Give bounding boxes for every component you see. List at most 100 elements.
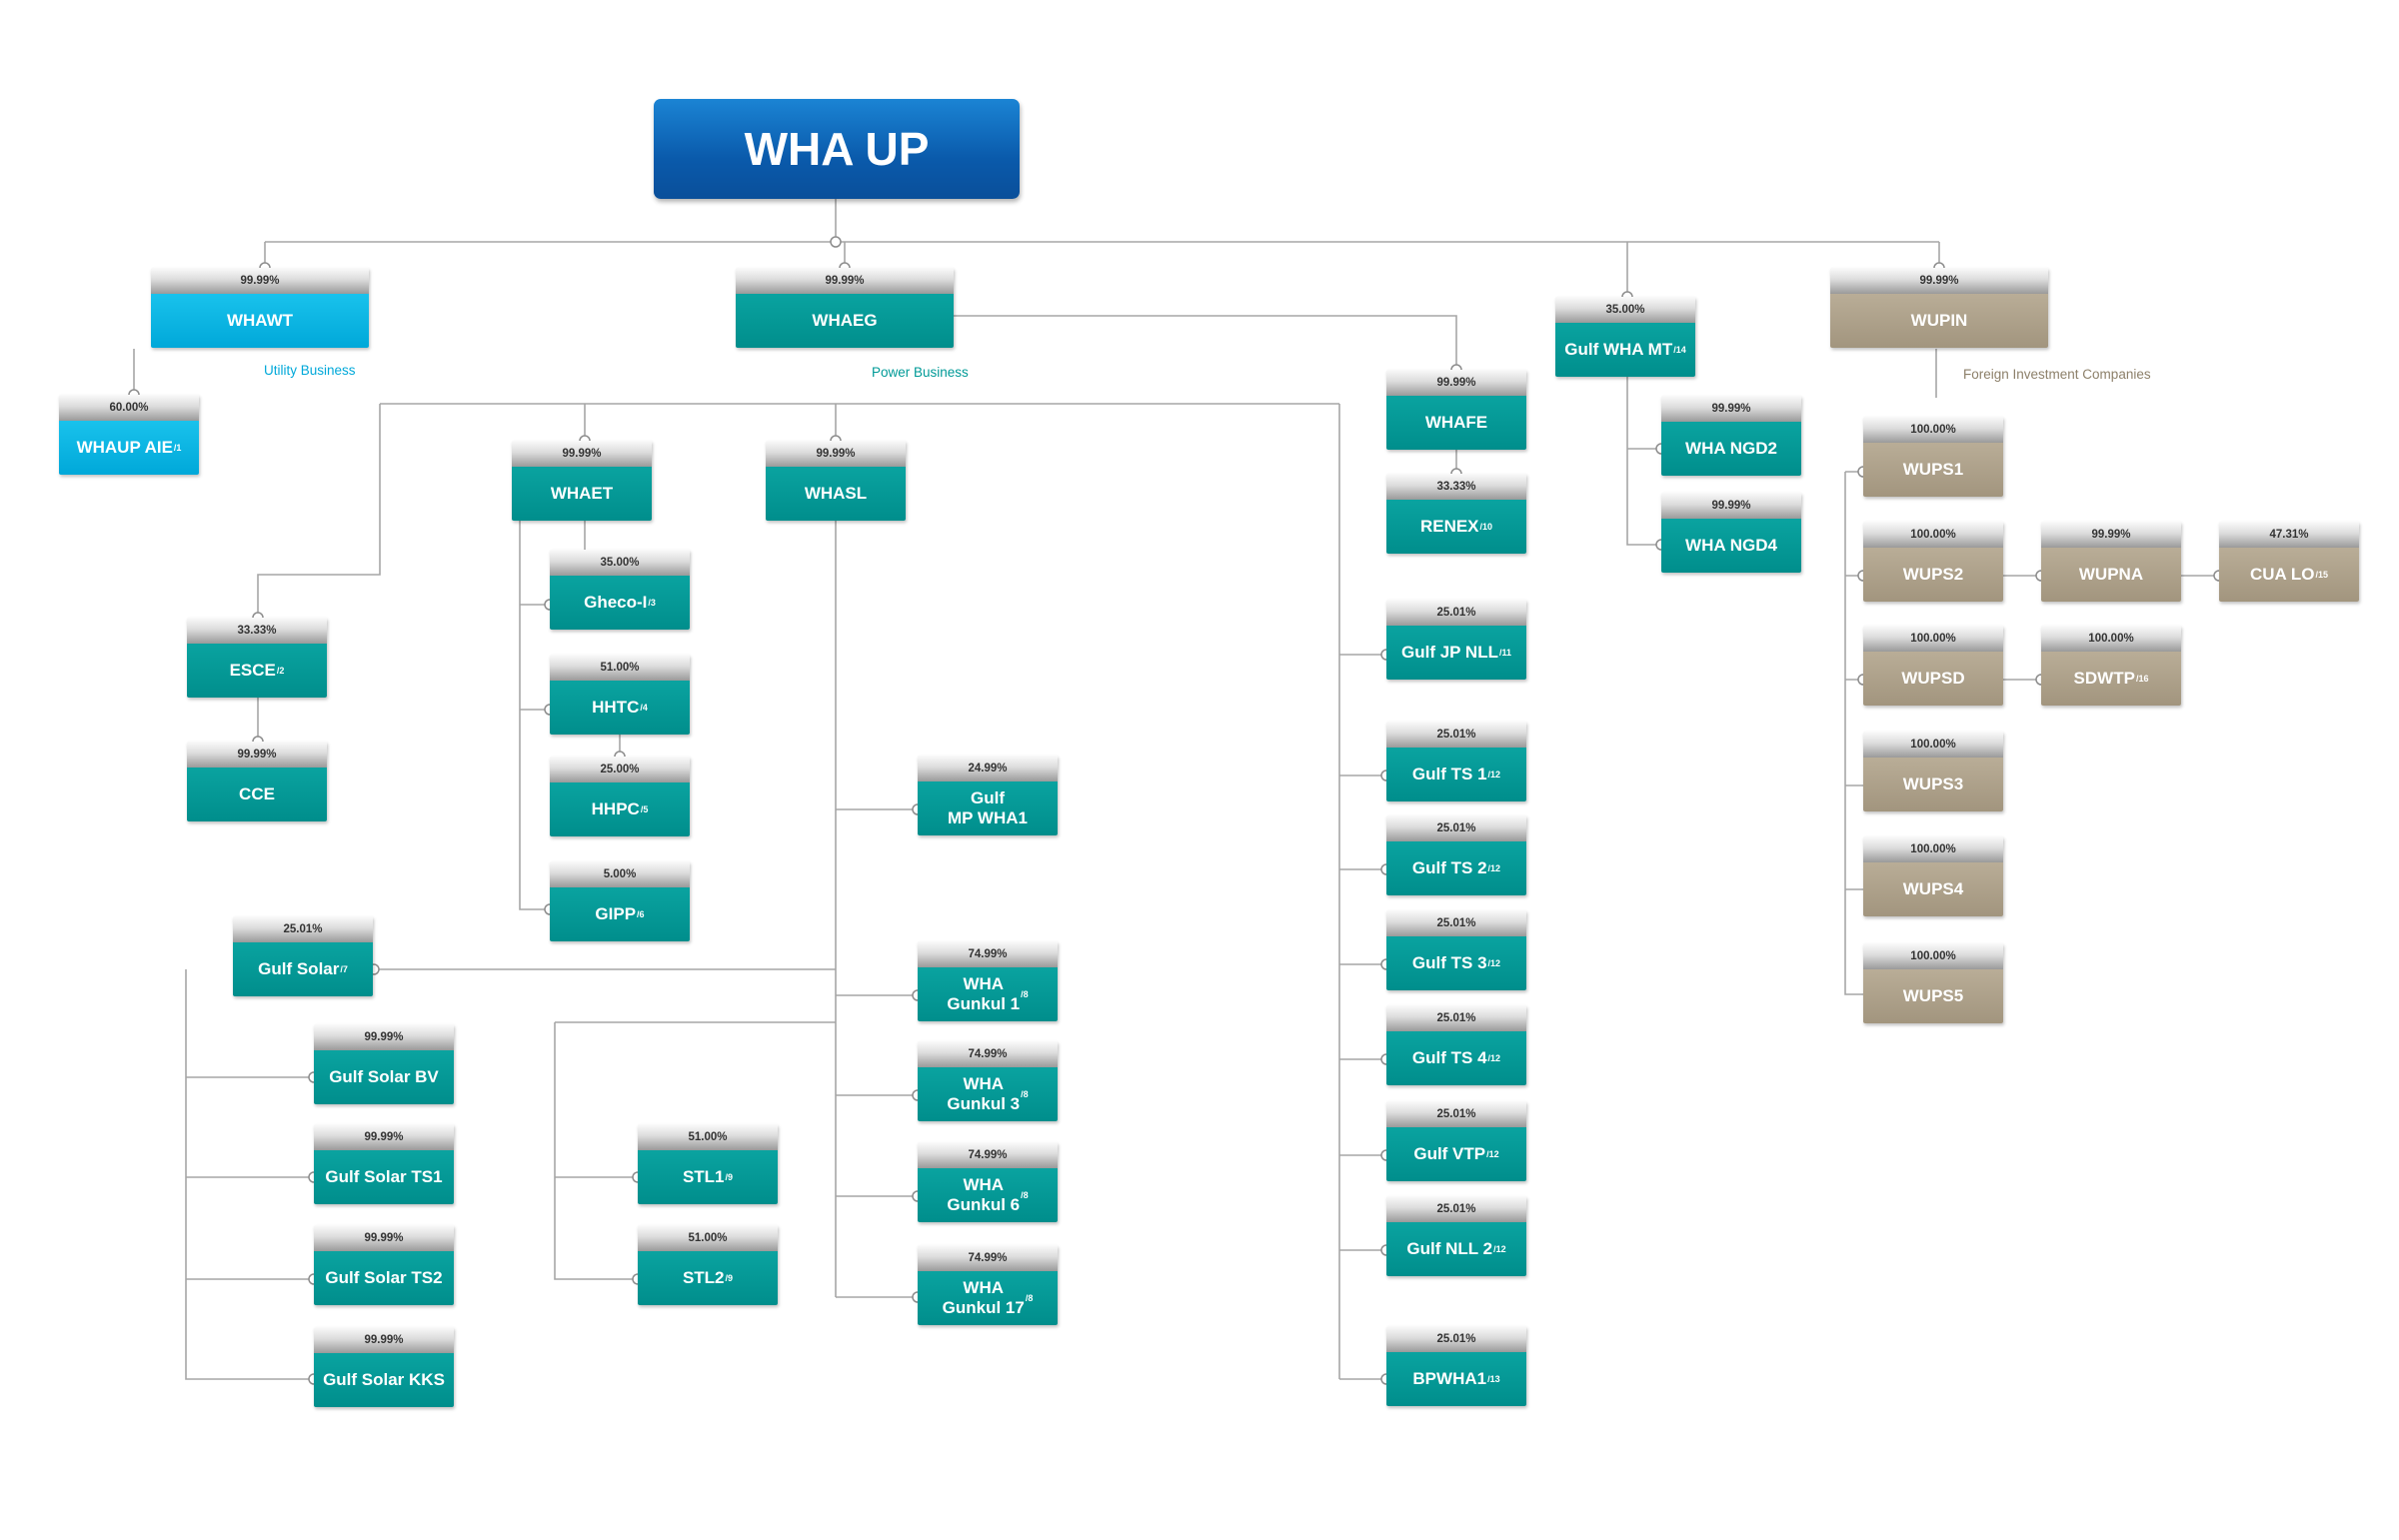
footnote-marker: /8 (1021, 989, 1029, 999)
company-name: WHAEG (736, 294, 954, 348)
node-wupin: 99.99%WUPIN (1830, 268, 2048, 348)
caption-power-business: Power Business (872, 365, 969, 380)
company-name: Gulf TS 1/12 (1386, 748, 1526, 801)
company-name-text: RENEX (1419, 517, 1479, 536)
node-wha-ngd2: 99.99%WHA NGD2 (1661, 396, 1801, 476)
ownership-percentage: 99.99% (314, 1225, 454, 1251)
company-name: Gulf Solar TS2 (314, 1251, 454, 1305)
company-name-text: Gulf TS 2 (1411, 858, 1487, 877)
company-name: RENEX/10 (1386, 500, 1526, 554)
company-name: WHA Gunkul 3/8 (918, 1067, 1058, 1121)
company-name: WUPSD (1863, 652, 2003, 706)
company-name: WUPS1 (1863, 443, 2003, 497)
company-name: STL1/9 (638, 1150, 778, 1204)
company-name: GIPP/6 (550, 887, 690, 941)
company-name: ESCE/2 (187, 644, 327, 698)
company-name-text: Gulf Solar (258, 959, 340, 978)
company-name: WHA Gunkul 17/8 (918, 1271, 1058, 1325)
node-gipp: 5.00%GIPP/6 (550, 861, 690, 941)
company-name: CUA LO/15 (2219, 548, 2359, 602)
node-hhtc: 51.00%HHTC/4 (550, 655, 690, 735)
company-name-text: GIPP (595, 904, 637, 923)
company-name-text: Gulf Solar TS2 (325, 1268, 443, 1287)
company-name: WHAFE (1386, 396, 1526, 450)
company-name-text: WUPSD (1901, 669, 1965, 688)
footnote-marker: /12 (1487, 958, 1501, 968)
ownership-percentage: 25.01% (1386, 1196, 1526, 1222)
ownership-percentage: 25.01% (1386, 815, 1526, 841)
company-name: SDWTP/16 (2041, 652, 2181, 706)
company-name: Gulf Solar KKS (314, 1353, 454, 1407)
ownership-percentage: 99.99% (187, 742, 327, 768)
company-name-text: Gulf TS 1 (1411, 765, 1487, 783)
company-name-text: WHA Gunkul 17 (942, 1278, 1025, 1317)
node-wups4: 100.00% WUPS4 (1863, 836, 2003, 916)
company-name: Gulf WHA MT/14 (1555, 323, 1695, 377)
company-name: WHA Gunkul 6/8 (918, 1168, 1058, 1222)
node-stl2: 51.00%STL2/9 (638, 1225, 778, 1305)
footnote-marker: /7 (340, 964, 348, 974)
ownership-percentage: 51.00% (550, 655, 690, 681)
company-name: HHTC/4 (550, 681, 690, 735)
node-gunkul17: 74.99%WHA Gunkul 17/8 (918, 1245, 1058, 1325)
company-name: WHAWT (151, 294, 369, 348)
ownership-percentage: 25.01% (1386, 1005, 1526, 1031)
company-name-text: Gulf Solar KKS (323, 1370, 445, 1389)
footnote-marker: /8 (1021, 1190, 1029, 1200)
footnote-marker: /11 (1498, 648, 1511, 658)
company-name: STL2/9 (638, 1251, 778, 1305)
footnote-marker: /14 (1673, 345, 1686, 355)
node-gulf-wha-mt: 35.00%Gulf WHA MT/14 (1555, 297, 1695, 377)
ownership-percentage: 100.00% (1863, 836, 2003, 862)
company-name: Gulf MP WHA1 (918, 781, 1058, 835)
node-bpwha1: 25.01%BPWHA1/13 (1386, 1326, 1526, 1406)
company-name-text: WHAET (550, 484, 614, 503)
node-whasl: 99.99%WHASL (766, 441, 906, 521)
node-cua-lo: 47.31%CUA LO/15 (2219, 522, 2359, 602)
footnote-marker: /12 (1493, 1244, 1506, 1254)
ownership-percentage: 25.00% (550, 757, 690, 782)
ownership-percentage: 25.01% (1386, 600, 1526, 626)
ownership-percentage: 99.99% (2041, 522, 2181, 548)
node-gunkul3: 74.99%WHA Gunkul 3/8 (918, 1041, 1058, 1121)
company-name-text: Gulf MP WHA1 (948, 788, 1028, 827)
ownership-percentage: 99.99% (151, 268, 369, 294)
ownership-percentage: 25.01% (233, 916, 373, 942)
company-name-text: BPWHA1 (1412, 1369, 1487, 1388)
node-gulf-solar: 25.01% Gulf Solar/7 (233, 916, 373, 996)
node-wups5: 100.00%WUPS5 (1863, 943, 2003, 1023)
ownership-percentage: 74.99% (918, 941, 1058, 967)
company-name-text: WHASL (804, 484, 868, 503)
connector-line (952, 315, 1457, 370)
footnote-marker: /13 (1487, 1374, 1500, 1384)
company-name-text: SDWTP (2073, 669, 2135, 688)
node-whaet: 99.99%WHAET (512, 441, 652, 521)
company-name: WUPIN (1830, 294, 2048, 348)
ownership-percentage: 74.99% (918, 1142, 1058, 1168)
connector-line (1626, 377, 1661, 546)
ownership-percentage: 100.00% (1863, 943, 2003, 969)
company-name-text: Gheco-I (584, 593, 648, 612)
root-node-wha-up: WHA UP (654, 99, 1020, 199)
company-name: Gheco-I/3 (550, 576, 690, 630)
node-gulf-ts2: 25.01%Gulf TS 2/12 (1386, 815, 1526, 895)
company-name-text: WHAUP AIE (76, 438, 173, 457)
company-name: WUPS2 (1863, 548, 2003, 602)
company-name-text: WUPS4 (1902, 879, 1964, 898)
company-name-text: Gulf JP NLL (1401, 643, 1498, 662)
company-name-text: STL2 (682, 1268, 725, 1287)
company-name-text: Gulf WHA MT (1564, 340, 1673, 359)
node-gulf-jp-nll: 25.01% Gulf JP NLL/11 (1386, 600, 1526, 680)
company-name: WUPS4 (1863, 862, 2003, 916)
ownership-percentage: 35.00% (1555, 297, 1695, 323)
node-wups2: 100.00%WUPS2 (1863, 522, 2003, 602)
company-name-text: Gulf VTP (1413, 1144, 1486, 1163)
footnote-marker: /9 (725, 1273, 734, 1283)
ownership-percentage: 33.33% (1386, 474, 1526, 500)
company-name-text: WHA NGD4 (1685, 536, 1777, 555)
company-name-text: WUPS2 (1902, 565, 1964, 584)
node-sdwtp: 100.00%SDWTP/16 (2041, 626, 2181, 706)
node-wups1: 100.00%WUPS1 (1863, 417, 2003, 497)
footnote-marker: /12 (1487, 770, 1501, 779)
